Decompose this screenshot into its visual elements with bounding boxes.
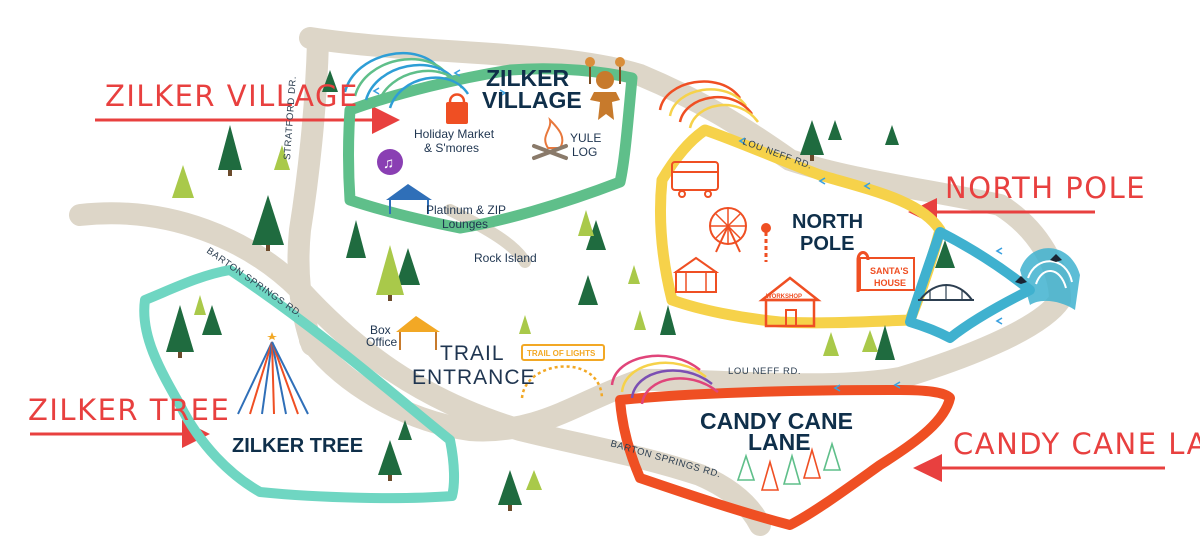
tree [935,240,955,268]
yule-log-label-line2: LOG [572,145,597,159]
road-rock-island-spur [444,204,531,268]
platinum-lounges-label-line2: Lounges [442,217,488,231]
tree [823,332,839,356]
tree [800,120,824,155]
callout-zilker-tree[interactable]: ZILKER TREE [28,393,230,427]
candy-cane-lane-title-line2: LANE [748,429,811,455]
tree [396,248,420,285]
tree [322,70,338,92]
tree [828,120,842,140]
zilker-tree-outline[interactable] [139,265,460,504]
zilker-tree-title: ZILKER TREE [232,435,363,457]
tree [578,275,598,305]
zilker-village-title-line2: VILLAGE [482,87,582,113]
zilker-village-outline[interactable] [343,63,638,234]
tree [252,195,284,245]
tree [202,305,222,335]
tree [378,440,402,475]
trail-of-lights-sign: TRAIL OF LIGHTS [527,349,596,358]
callout-candy-cane-lane[interactable]: CANDY CANE LANE [953,427,1200,461]
tree [218,125,242,170]
trail-entrance-arch-icon[interactable]: TRAIL OF LIGHTS [520,344,605,399]
candy-cane-lane-outline[interactable] [615,385,955,530]
north-pole-light-tunnel [658,80,760,129]
road-label-lou-neff-lower: LOU NEFF RD. [728,366,801,377]
yule-log-label-line1: YULE [570,131,601,145]
tree [660,305,676,335]
music-note-icon[interactable]: ♫ [377,149,403,175]
santas-house-label-line1: SANTA'S [870,266,908,276]
trail-entrance-label-line2: ENTRANCE [412,366,536,389]
box-office-tent-icon[interactable] [396,316,440,350]
tree [526,470,542,490]
zilker-tree-lights-icon[interactable] [237,332,309,415]
tree [194,295,206,315]
tree [172,165,194,198]
holiday-market-label-line1: Holiday Market [414,127,495,141]
shopping-bag-icon[interactable] [446,93,468,125]
train-icon[interactable] [671,161,719,198]
carousel-icon[interactable] [672,256,720,293]
north-pole-marker-icon[interactable] [761,223,771,262]
campfire-icon[interactable] [532,116,568,160]
box-office-label-line2: Office [366,335,397,349]
workshop-sign: WORKSHOP [766,294,802,300]
trail-entrance-label-line1: TRAIL [440,342,505,365]
tree [578,210,594,236]
box-office-label-line1: Box [370,323,391,337]
tree [376,245,404,295]
tree [875,325,895,360]
santas-house-icon[interactable] [856,251,915,293]
ferris-wheel-icon[interactable] [709,207,747,253]
tree [862,330,878,352]
gingerbread-man-icon[interactable] [585,57,625,120]
candy-cane-light-tunnel [610,354,719,405]
tree [586,220,606,250]
platinum-lounges-label-line1: Platinum & ZIP [426,203,506,217]
candy-cane-trees-icon [736,441,842,491]
zilker-village-title-line1: ZILKER [486,65,569,91]
north-pole-gate-outline[interactable] [905,227,1035,343]
holiday-market-label-line2: & S'mores [424,141,479,155]
candy-cane-lane-arrow-head [913,454,942,482]
tree [398,420,412,440]
bridge-icon[interactable] [918,284,974,301]
rock-island-label: Rock Island [474,251,537,265]
candy-cane-lane-title-line1: CANDY CANE [700,408,853,434]
road-barton-springs [69,202,771,536]
tree [634,310,646,330]
zilker-village-arrow-head [372,106,400,134]
tree [498,470,522,505]
callout-zilker-village[interactable]: ZILKER VILLAGE [105,79,359,113]
north-pole-title-line1: NORTH [792,211,863,233]
workshop-icon[interactable]: WORKSHOP [758,276,822,328]
direction-chevrons [372,69,1003,392]
blue-light-tunnel [1015,248,1080,310]
tree [346,220,366,258]
tree [628,265,640,284]
santas-house-label-line2: HOUSE [874,278,906,288]
north-pole-title-line2: POLE [800,233,854,255]
svg-text:♫: ♫ [383,155,394,172]
tree [274,145,290,170]
tree [166,305,194,352]
village-light-tunnel [343,52,470,109]
lounge-tent-icon[interactable] [386,184,432,214]
trees [166,70,955,511]
callout-north-pole[interactable]: NORTH POLE [945,171,1146,205]
callout-arrows [30,106,1165,482]
tree [885,125,899,145]
tree [519,315,531,334]
north-pole-outline[interactable] [654,124,946,329]
